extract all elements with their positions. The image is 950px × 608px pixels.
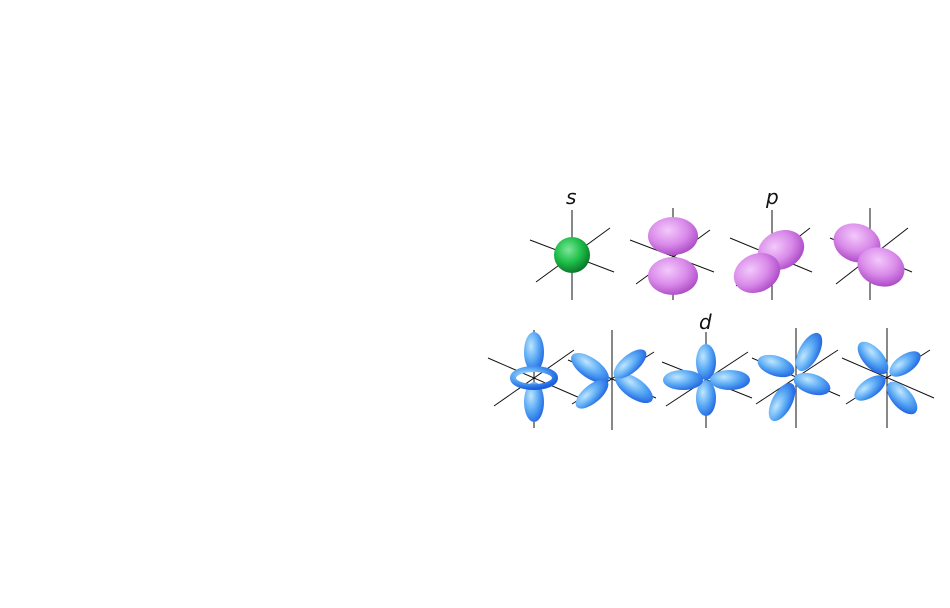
dz2-orbital	[487, 330, 581, 428]
dxy-lobe-3	[889, 351, 921, 377]
dxz-axes	[567, 330, 657, 430]
dyz-lobe-2	[768, 382, 796, 422]
py-lobe-lower	[857, 247, 905, 287]
s-sphere	[554, 237, 590, 273]
dxy-lobe-4	[854, 375, 886, 401]
dx2y2-lobe-right	[710, 370, 750, 390]
s-orbital	[529, 210, 615, 300]
dx2y2-lobe-bottom	[696, 380, 716, 416]
dz2-lobe-top	[524, 332, 544, 372]
p-label: p	[765, 185, 779, 209]
d-label: d	[699, 310, 712, 334]
dx2y2-lobe-top	[696, 344, 716, 380]
dyz-orbital	[751, 328, 841, 428]
dxy-orbital	[841, 328, 935, 428]
s-label: s	[566, 185, 576, 209]
dx2y2-lobe-left	[663, 370, 703, 390]
dxy-axes	[841, 328, 935, 428]
pz-lobe-bottom	[648, 257, 698, 295]
dxy-lobe-2	[886, 381, 918, 415]
dx2y2-orbital	[661, 332, 753, 428]
dyz-lobe-3	[757, 354, 795, 378]
pz-orbital	[629, 208, 715, 300]
dyz-lobe-4	[793, 372, 831, 396]
px-orbital	[729, 210, 813, 300]
py-orbital	[829, 208, 913, 300]
dz2-lobe-bottom	[524, 382, 544, 422]
dxz-lobe-3	[613, 349, 647, 379]
dxz-orbital	[567, 330, 657, 430]
dxz-lobe-4	[575, 379, 609, 409]
dxy-lobe-1	[857, 341, 889, 375]
dxz-lobe-2	[615, 372, 653, 404]
dz2-torus	[510, 366, 558, 390]
px-lobe-lower	[733, 253, 781, 293]
dyz-lobe-1	[795, 332, 823, 372]
pz-lobe-top	[648, 217, 698, 255]
dxz-lobe-1	[571, 352, 609, 384]
